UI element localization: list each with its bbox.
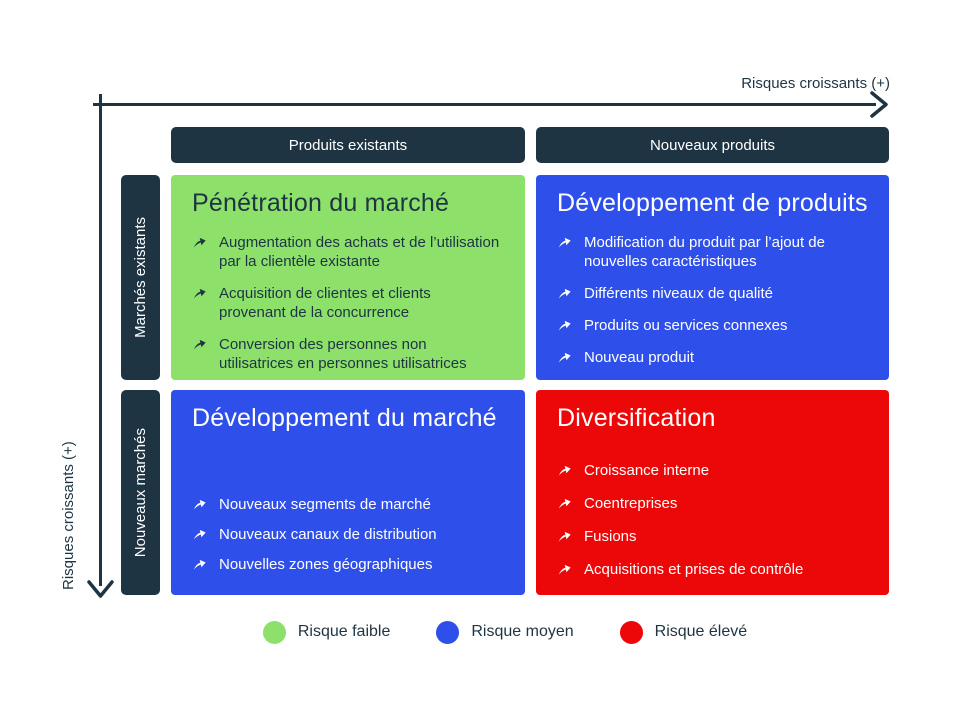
arrow-bullet-icon — [558, 353, 571, 363]
arrow-bullet-icon — [557, 234, 572, 249]
bullet-item: Acquisitions et prises de contrôle — [557, 560, 869, 579]
legend-color-swatch — [436, 620, 460, 644]
quadrant-developpement-de-produits: Développement de produits Modification d… — [536, 175, 889, 380]
row-header-nouveaux-marches: Nouveaux marchés — [121, 390, 160, 595]
bullet-item: Acquisition de clientes et clients prove… — [192, 284, 505, 322]
column-header-nouveaux-produits: Nouveaux produits — [536, 127, 889, 163]
bullet-text: Nouveaux segments de marché — [219, 495, 431, 513]
quadrant-title: Pénétration du marché — [192, 189, 450, 217]
arrow-bullet-icon — [193, 529, 206, 540]
arrow-bullet-icon — [557, 349, 572, 364]
legend-color-swatch — [619, 620, 643, 644]
arrow-bullet-icon — [192, 556, 207, 571]
arrow-bullet-icon — [558, 531, 571, 542]
bullet-item: Différents niveaux de qualité — [557, 284, 869, 303]
arrow-bullet-icon — [557, 528, 572, 543]
arrow-bullet-icon — [558, 564, 571, 575]
column-header-label: Nouveaux produits — [649, 136, 776, 154]
bullet-item: Modification du produit par l’ajout de n… — [557, 233, 869, 271]
arrow-bullet-icon — [558, 498, 571, 509]
arrow-bullet-icon — [192, 526, 207, 541]
bullet-item: Fusions — [557, 527, 869, 546]
arrow-bullet-icon — [193, 499, 206, 509]
quadrant-developpement-du-marche: Développement du marché Nouveaux segment… — [171, 390, 525, 595]
quadrant-title: Développement de produits — [557, 189, 868, 217]
bullet-item: Augmentation des achats et de l’utilisat… — [192, 233, 505, 271]
bullet-text: Coentreprises — [584, 494, 678, 512]
arrow-bullet-icon — [557, 285, 572, 300]
legend-label: Risque faible — [297, 623, 391, 640]
column-header-label: Produits existants — [288, 136, 408, 154]
arrow-bullet-icon — [193, 237, 206, 247]
legend-label: Risque élevé — [654, 623, 748, 640]
quadrant-penetration-du-marche: Pénétration du marché Augmentation des a… — [171, 175, 525, 380]
arrow-bullet-icon — [192, 496, 207, 511]
bullet-item: Nouveau produit — [557, 348, 869, 367]
quadrant-title: Développement du marché — [192, 404, 497, 432]
bullet-item: Nouveaux canaux de distribution — [192, 525, 505, 544]
bullet-item: Croissance interne — [557, 461, 869, 480]
bullet-text: Nouvelles zones géographiques — [219, 555, 433, 573]
bullet-list: Modification du produit par l’ajout de n… — [557, 233, 869, 368]
bullet-text: Conversion des personnes non utilisatric… — [219, 336, 467, 373]
arrow-bullet-icon — [557, 495, 572, 510]
legend-item: Risque faible — [262, 620, 391, 644]
legend-color-swatch — [262, 620, 286, 644]
bullet-text: Produits ou services connexes — [584, 317, 788, 335]
arrow-bullet-icon — [193, 559, 206, 570]
row-header-label: Nouveaux marchés — [132, 427, 149, 558]
arrow-bullet-icon — [557, 462, 572, 477]
bullet-text: Fusions — [584, 527, 637, 545]
legend-label: Risque moyen — [471, 623, 574, 640]
arrow-bullet-icon — [193, 340, 206, 350]
arrow-bullet-icon — [558, 288, 571, 299]
quadrant-title: Diversification — [557, 404, 716, 432]
legend-item: Risque moyen — [436, 620, 574, 644]
bullet-text: Modification du produit par l’ajout de n… — [584, 233, 825, 270]
bullet-item: Nouveaux segments de marché — [192, 495, 505, 514]
arrow-bullet-icon — [192, 285, 207, 300]
left-axis-label: Risques croissants (+) — [60, 441, 77, 590]
risk-legend: Risque faible Risque moyen Risque élevé — [121, 616, 889, 648]
bullet-list: Augmentation des achats et de l’utilisat… — [192, 233, 505, 374]
row-header-marches-existants: Marchés existants — [121, 175, 160, 380]
bullet-text: Augmentation des achats et de l’utilisat… — [219, 233, 500, 270]
bullet-text: Acquisitions et prises de contrôle — [584, 561, 804, 579]
bullet-item: Conversion des personnes non utilisatric… — [192, 335, 505, 373]
bullet-text: Nouveau produit — [584, 349, 695, 367]
arrow-bullet-icon — [192, 336, 207, 351]
bullet-text: Nouveaux canaux de distribution — [219, 525, 437, 543]
bullet-item: Coentreprises — [557, 494, 869, 513]
column-header-produits-existants: Produits existants — [171, 127, 525, 163]
arrow-bullet-icon — [558, 320, 571, 331]
arrow-bullet-icon — [558, 465, 571, 475]
arrow-bullet-icon — [193, 288, 206, 299]
bullet-item: Nouvelles zones géographiques — [192, 555, 505, 574]
arrow-bullet-icon — [557, 317, 572, 332]
arrow-bullet-icon — [558, 237, 571, 247]
row-header-label: Marchés existants — [132, 217, 149, 338]
bullet-text: Croissance interne — [584, 461, 710, 479]
bullet-item: Produits ou services connexes — [557, 316, 869, 335]
top-axis-label: Risques croissants (+) — [741, 75, 890, 92]
arrow-bullet-icon — [557, 561, 572, 576]
legend-item: Risque élevé — [619, 620, 748, 644]
arrow-bullet-icon — [192, 234, 207, 249]
bullet-text: Différents niveaux de qualité — [584, 284, 774, 302]
bullet-text: Acquisition de clientes et clients prove… — [219, 284, 431, 322]
